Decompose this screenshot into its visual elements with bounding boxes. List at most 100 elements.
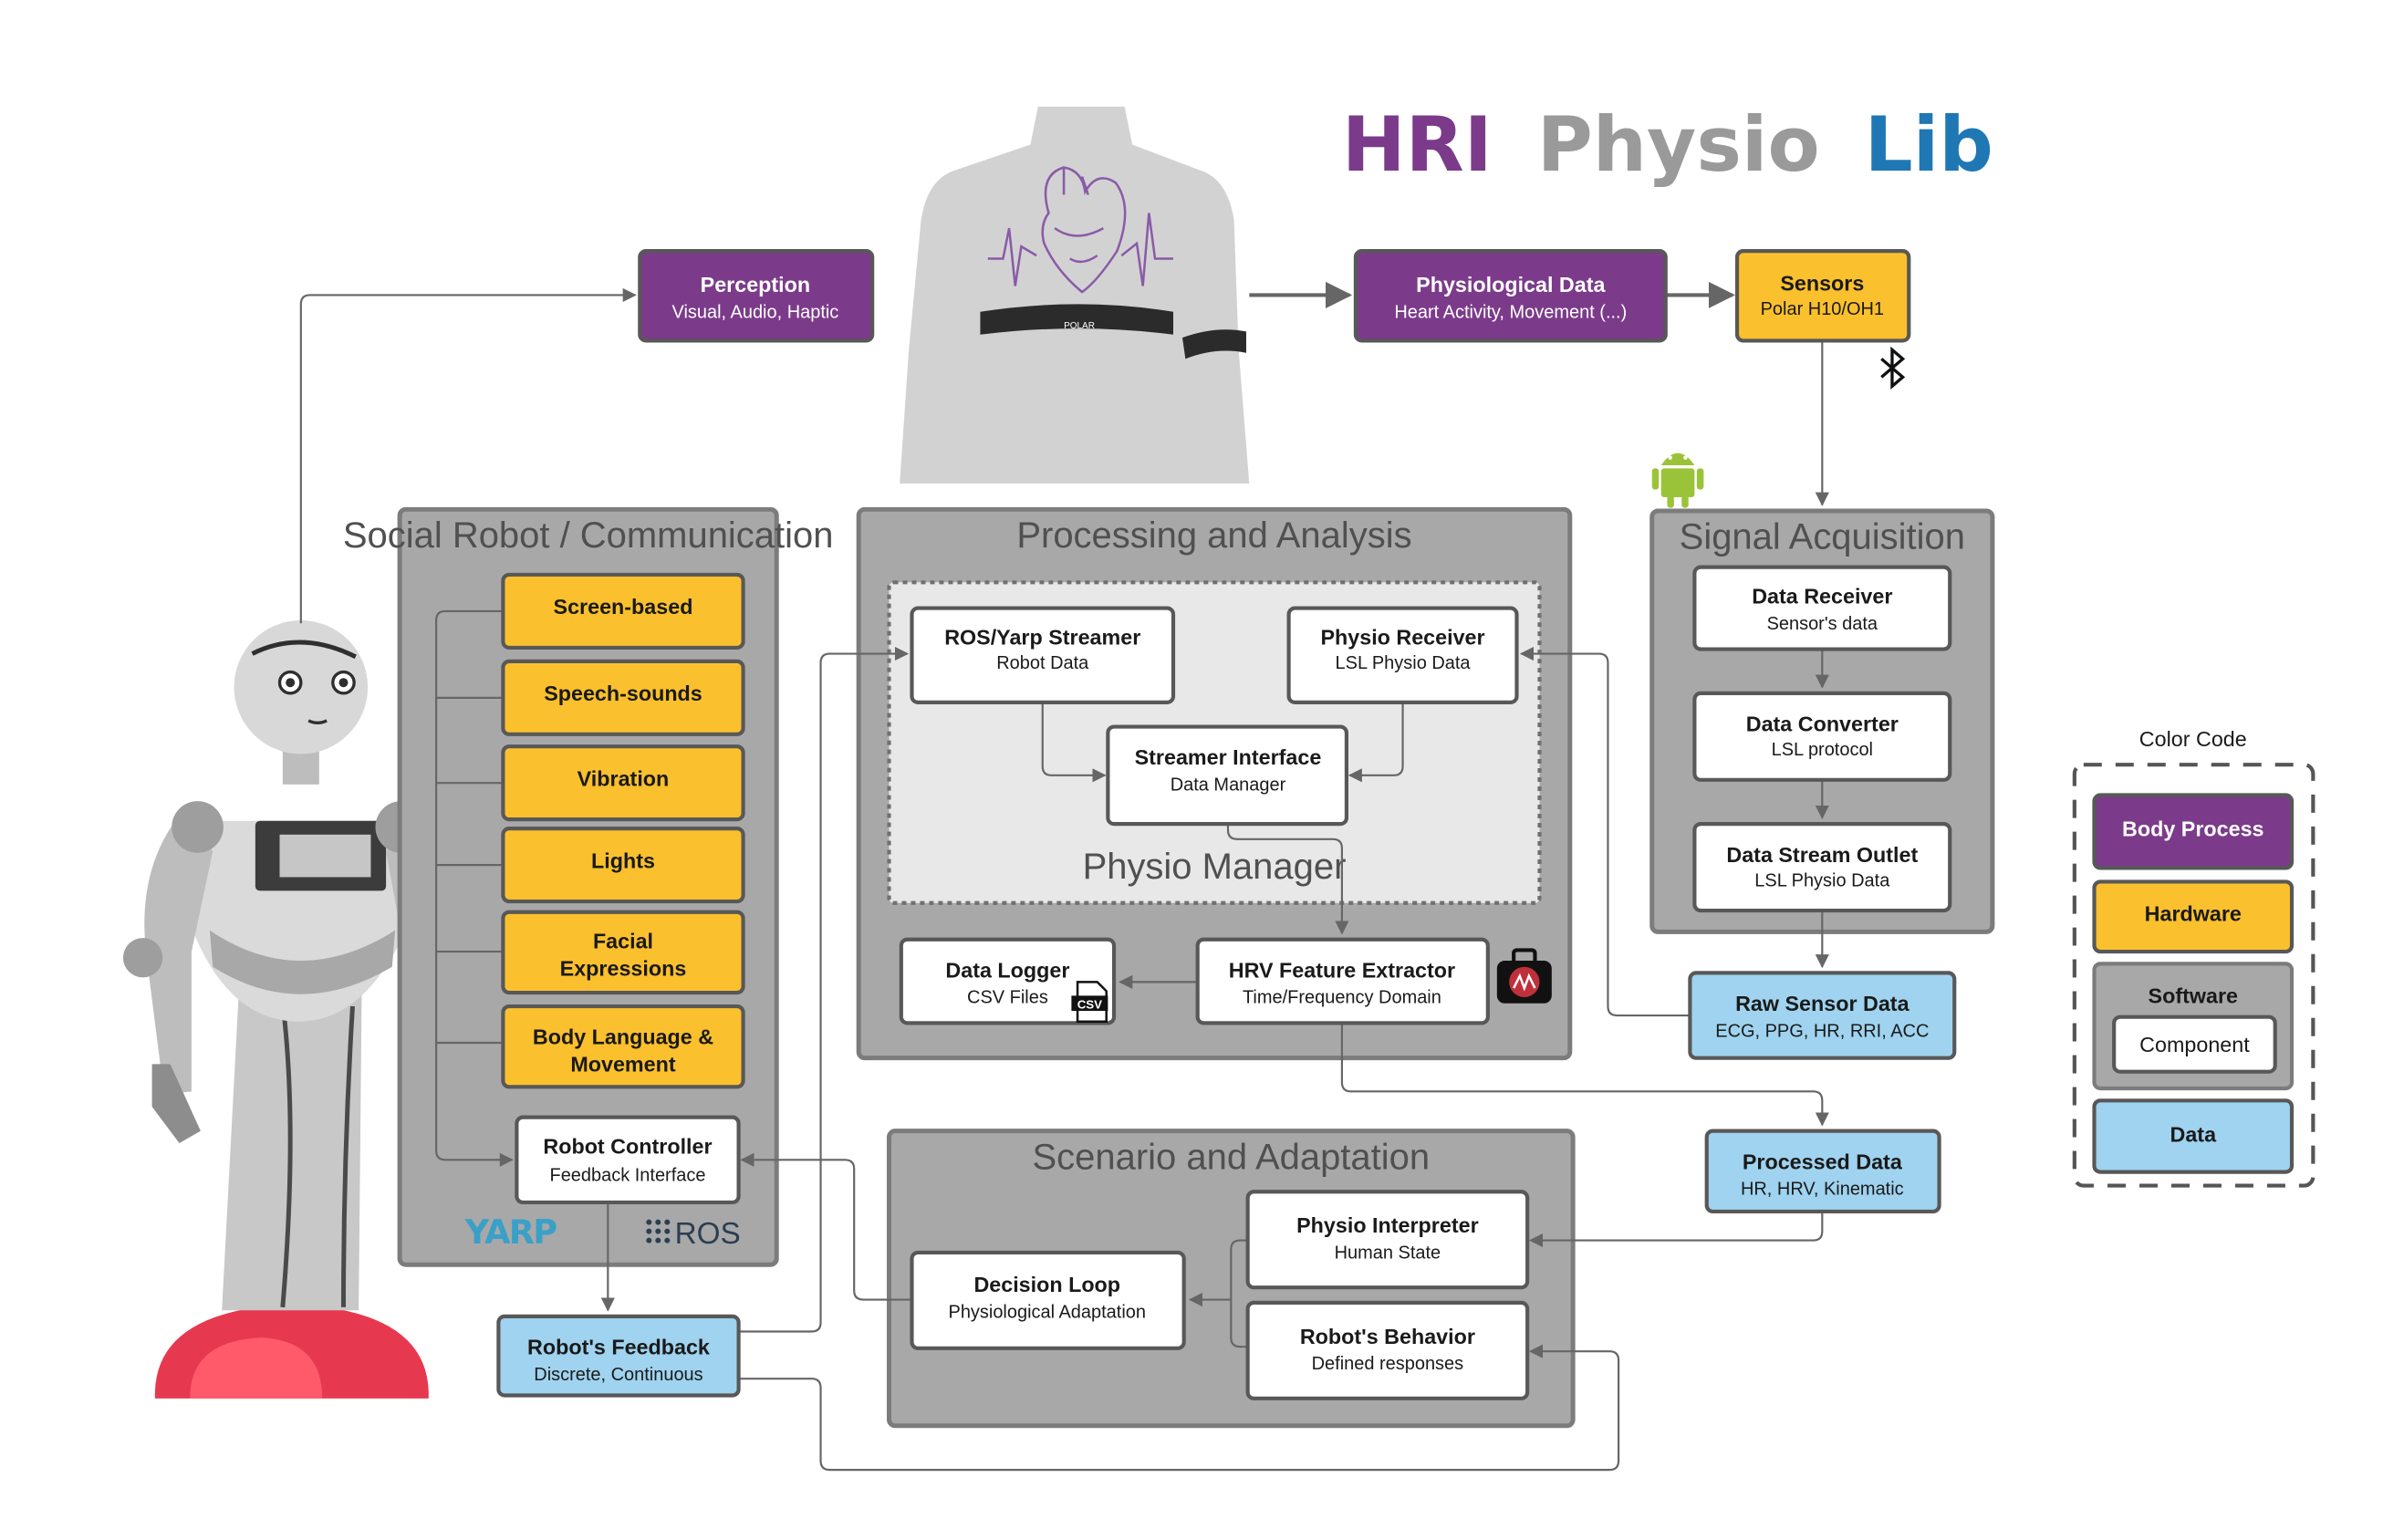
legend-body-process: Body Process	[2092, 793, 2295, 870]
svg-text:Software: Software	[2149, 984, 2238, 1008]
node-title: Physio Receiver	[1320, 626, 1484, 650]
node-title: Robot Controller	[543, 1135, 712, 1159]
group-title: Scenario and Adaptation	[1033, 1137, 1431, 1177]
node-subtitle: Time/Frequency Domain	[1243, 988, 1441, 1008]
group-title: Processing and Analysis	[1016, 515, 1411, 556]
modality-body-language: Body Language & Movement	[501, 1004, 745, 1089]
node-title: Physio Interpreter	[1296, 1213, 1479, 1237]
modality-vibration: Vibration	[501, 744, 745, 822]
node-subtitle: Visual, Audio, Haptic	[672, 302, 839, 322]
legend-hardware: Hardware	[2092, 879, 2295, 954]
data-converter-node: Data Converter LSL protocol	[1692, 691, 1952, 782]
node-subtitle: LSL protocol	[1772, 740, 1873, 760]
modality-speech-sounds: Speech-sounds	[501, 659, 745, 736]
node-subtitle: Human State	[1335, 1243, 1441, 1264]
yarp-logo: YARP	[464, 1212, 557, 1252]
node-title: Perception	[701, 273, 810, 297]
node-subtitle: LSL Physio Data	[1754, 870, 1890, 890]
streamer-interface-node: Streamer Interface Data Manager	[1106, 724, 1348, 827]
hrv-kit-icon	[1496, 948, 1552, 1004]
modality-label-line1: Facial	[593, 930, 653, 953]
node-title: Raw Sensor Data	[1735, 992, 1910, 1015]
legend-component: Component	[2139, 1033, 2250, 1056]
node-subtitle: LSL Physio Data	[1336, 653, 1472, 673]
hrv-feature-extractor-node: HRV Feature Extractor Time/Frequency Dom…	[1195, 937, 1490, 1025]
bluetooth-icon	[1880, 346, 1906, 390]
node-title: Data Receiver	[1752, 585, 1892, 609]
legend-software: Software Component	[2092, 962, 2295, 1091]
node-title: Robot's Feedback	[527, 1336, 710, 1359]
ros-yarp-streamer-node: ROS/Yarp Streamer Robot Data	[910, 606, 1176, 704]
node-subtitle: Polar H10/OH1	[1761, 299, 1884, 319]
human-torso-illustration: POLAR	[900, 106, 1250, 484]
legend-title: Color Code	[2139, 727, 2247, 751]
svg-text:Hardware: Hardware	[2145, 902, 2242, 926]
ros-logo-text: ROS	[675, 1217, 741, 1251]
physio-interpreter-node: Physio Interpreter Human State	[1245, 1190, 1530, 1290]
data-receiver-node: Data Receiver Sensor's data	[1692, 565, 1952, 651]
physio-receiver-node: Physio Receiver LSL Physio Data	[1286, 606, 1519, 704]
modality-label: Lights	[591, 848, 655, 872]
node-subtitle: ECG, PPG, HR, RRI, ACC	[1715, 1021, 1929, 1041]
robots-behavior-node: Robot's Behavior Defined responses	[1245, 1300, 1530, 1400]
node-title: Physiological Data	[1416, 273, 1606, 297]
modality-label-line2: Expressions	[560, 957, 687, 981]
node-title: Data Converter	[1746, 713, 1899, 736]
app-title: HRI Physio Lib	[1342, 100, 1993, 189]
node-title: Sensors	[1780, 271, 1864, 295]
robot-controller-node: Robot Controller Feedback Interface	[515, 1115, 741, 1205]
modality-screen-based: Screen-based	[501, 572, 745, 650]
node-subtitle: Feedback Interface	[550, 1166, 706, 1186]
node-title: Data Stream Outlet	[1726, 843, 1918, 867]
sensors-node: Sensors Polar H10/OH1	[1734, 249, 1911, 343]
group-title: Social Robot / Communication	[343, 515, 834, 556]
modality-label: Speech-sounds	[544, 682, 702, 705]
group-title: Signal Acquisition	[1680, 517, 1965, 557]
node-title: Data Logger	[945, 958, 1069, 982]
heart-icon	[987, 166, 1174, 294]
node-title: HRV Feature Extractor	[1229, 958, 1455, 982]
ros-logo: ROS	[646, 1217, 741, 1251]
physiological-data-node: Physiological Data Heart Activity, Movem…	[1353, 249, 1668, 343]
perception-node: Perception Visual, Audio, Haptic	[638, 249, 875, 343]
node-title: Processed Data	[1743, 1150, 1903, 1173]
processed-data-node: Processed Data HR, HRV, Kinematic	[1704, 1129, 1941, 1214]
csv-file-icon: CSV	[1071, 981, 1108, 1023]
legend-data: Data	[2092, 1098, 2295, 1174]
physio-manager-title: Physio Manager	[1083, 847, 1347, 887]
connectors	[299, 281, 1829, 1472]
node-subtitle: HR, HRV, Kinematic	[1741, 1180, 1904, 1200]
modality-facial-expressions: Facial Expressions	[501, 910, 745, 995]
node-title: Robot's Behavior	[1300, 1325, 1475, 1348]
title-part-lib: Lib	[1865, 100, 1993, 189]
ros-dots-icon	[646, 1219, 671, 1243]
node-subtitle: Physiological Adaptation	[949, 1303, 1146, 1323]
svg-text:Data: Data	[2170, 1122, 2218, 1146]
node-title: Decision Loop	[973, 1273, 1120, 1296]
svg-text:Body Process: Body Process	[2122, 817, 2264, 840]
node-title: Streamer Interface	[1135, 745, 1322, 769]
color-code-legend: Color Code Body Process Hardware Softwar…	[2072, 727, 2315, 1188]
node-subtitle: Robot Data	[996, 653, 1089, 673]
title-part-physio: Physio	[1537, 100, 1820, 189]
node-subtitle: Data Manager	[1171, 775, 1286, 795]
data-stream-outlet-node: Data Stream Outlet LSL Physio Data	[1692, 822, 1952, 913]
modality-lights: Lights	[501, 827, 745, 904]
modality-label: Screen-based	[554, 595, 693, 619]
robots-feedback-node: Robot's Feedback Discrete, Continuous	[496, 1314, 741, 1398]
node-subtitle: Sensor's data	[1767, 614, 1878, 634]
decision-loop-node: Decision Loop Physiological Adaptation	[910, 1250, 1186, 1350]
data-logger-node: Data Logger CSV Files CSV	[899, 937, 1117, 1025]
svg-text:POLAR: POLAR	[1064, 321, 1095, 331]
node-subtitle: Heart Activity, Movement (...)	[1394, 302, 1627, 322]
modality-label-line1: Body Language &	[533, 1025, 713, 1049]
node-subtitle: CSV Files	[967, 988, 1048, 1008]
modality-label-line2: Movement	[570, 1053, 676, 1077]
title-part-hri: HRI	[1342, 100, 1493, 189]
node-title: ROS/Yarp Streamer	[944, 626, 1140, 650]
node-subtitle: Defined responses	[1312, 1354, 1464, 1374]
raw-sensor-data-node: Raw Sensor Data ECG, PPG, HR, RRI, ACC	[1688, 971, 1957, 1060]
android-icon	[1651, 453, 1704, 508]
node-subtitle: Discrete, Continuous	[534, 1365, 702, 1385]
